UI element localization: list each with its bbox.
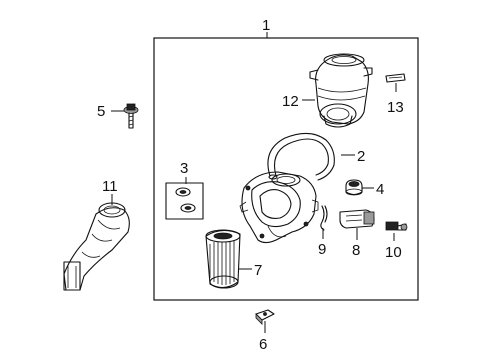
callout-2: 2 — [357, 148, 365, 165]
inlet-duct-11 — [63, 202, 130, 291]
callout-7: 7 — [254, 262, 262, 279]
callout-1: 1 — [262, 17, 270, 34]
air-cleaner-housing — [239, 171, 319, 244]
callout-6: 6 — [259, 336, 267, 353]
intake-housing-12 — [309, 53, 373, 128]
maf-sensor-8 — [339, 209, 375, 229]
callout-8: 8 — [352, 242, 360, 259]
screw-10 — [385, 221, 408, 231]
callout-13: 13 — [387, 99, 404, 116]
bracket-6 — [255, 309, 275, 325]
callout-10: 10 — [385, 244, 402, 261]
callout-11: 11 — [102, 178, 118, 195]
callout-5: 5 — [97, 103, 105, 120]
bolt-5 — [123, 103, 139, 129]
wire-clip-9 — [320, 205, 328, 231]
leader-lines — [111, 32, 397, 333]
callout-3: 3 — [180, 160, 188, 177]
air-filter-7 — [205, 229, 241, 289]
hose-2 — [267, 132, 335, 181]
grommet-4 — [345, 179, 363, 196]
grommet-kit-3 — [165, 182, 204, 220]
callout-4: 4 — [376, 181, 384, 198]
clip-13 — [385, 73, 406, 83]
assembly-frame — [153, 37, 419, 301]
callout-12: 12 — [282, 93, 299, 110]
callout-9: 9 — [318, 241, 326, 258]
